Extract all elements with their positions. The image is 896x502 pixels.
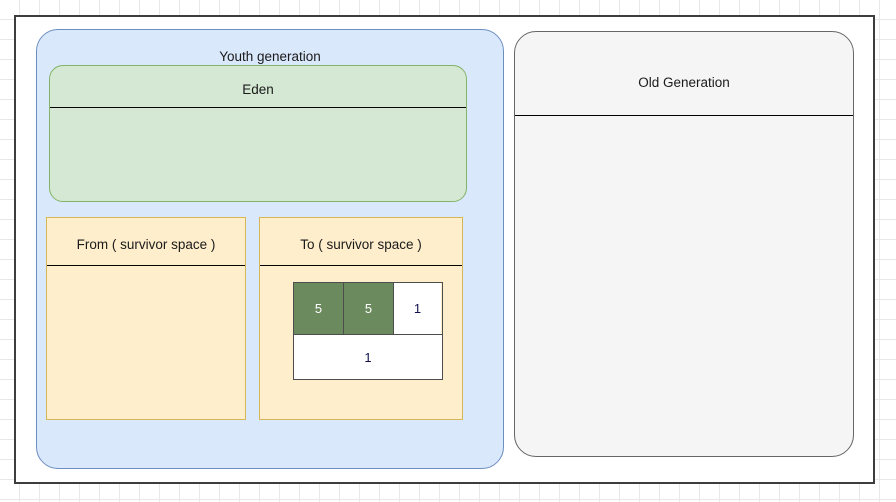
youth-generation-title: Youth generation [219, 49, 321, 64]
object-cell[interactable]: 5 [344, 283, 394, 334]
survivor-space-to-title: To ( survivor space ) [300, 237, 422, 252]
survivor-space-from-container[interactable]: From ( survivor space ) [46, 217, 246, 420]
object-grid: 5 5 1 1 [293, 282, 443, 380]
eden-divider [50, 107, 466, 108]
object-cell[interactable]: 5 [294, 283, 344, 334]
object-cell[interactable]: 1 [394, 283, 441, 334]
survivor-to-divider [260, 265, 462, 266]
eden-container[interactable]: Eden [49, 65, 467, 202]
eden-title: Eden [242, 82, 274, 97]
old-generation-title: Old Generation [638, 75, 730, 90]
object-cell[interactable]: 1 [294, 335, 442, 379]
object-grid-row: 1 [294, 334, 442, 379]
survivor-space-to-container[interactable]: To ( survivor space ) 5 5 1 1 [259, 217, 463, 420]
diagram-canvas: Youth generation Eden From ( survivor sp… [14, 15, 875, 484]
old-generation-divider [515, 115, 853, 116]
survivor-from-divider [47, 265, 245, 266]
object-grid-row: 5 5 1 [294, 283, 442, 334]
survivor-space-from-title: From ( survivor space ) [76, 237, 216, 252]
old-generation-container[interactable]: Old Generation [514, 31, 854, 457]
